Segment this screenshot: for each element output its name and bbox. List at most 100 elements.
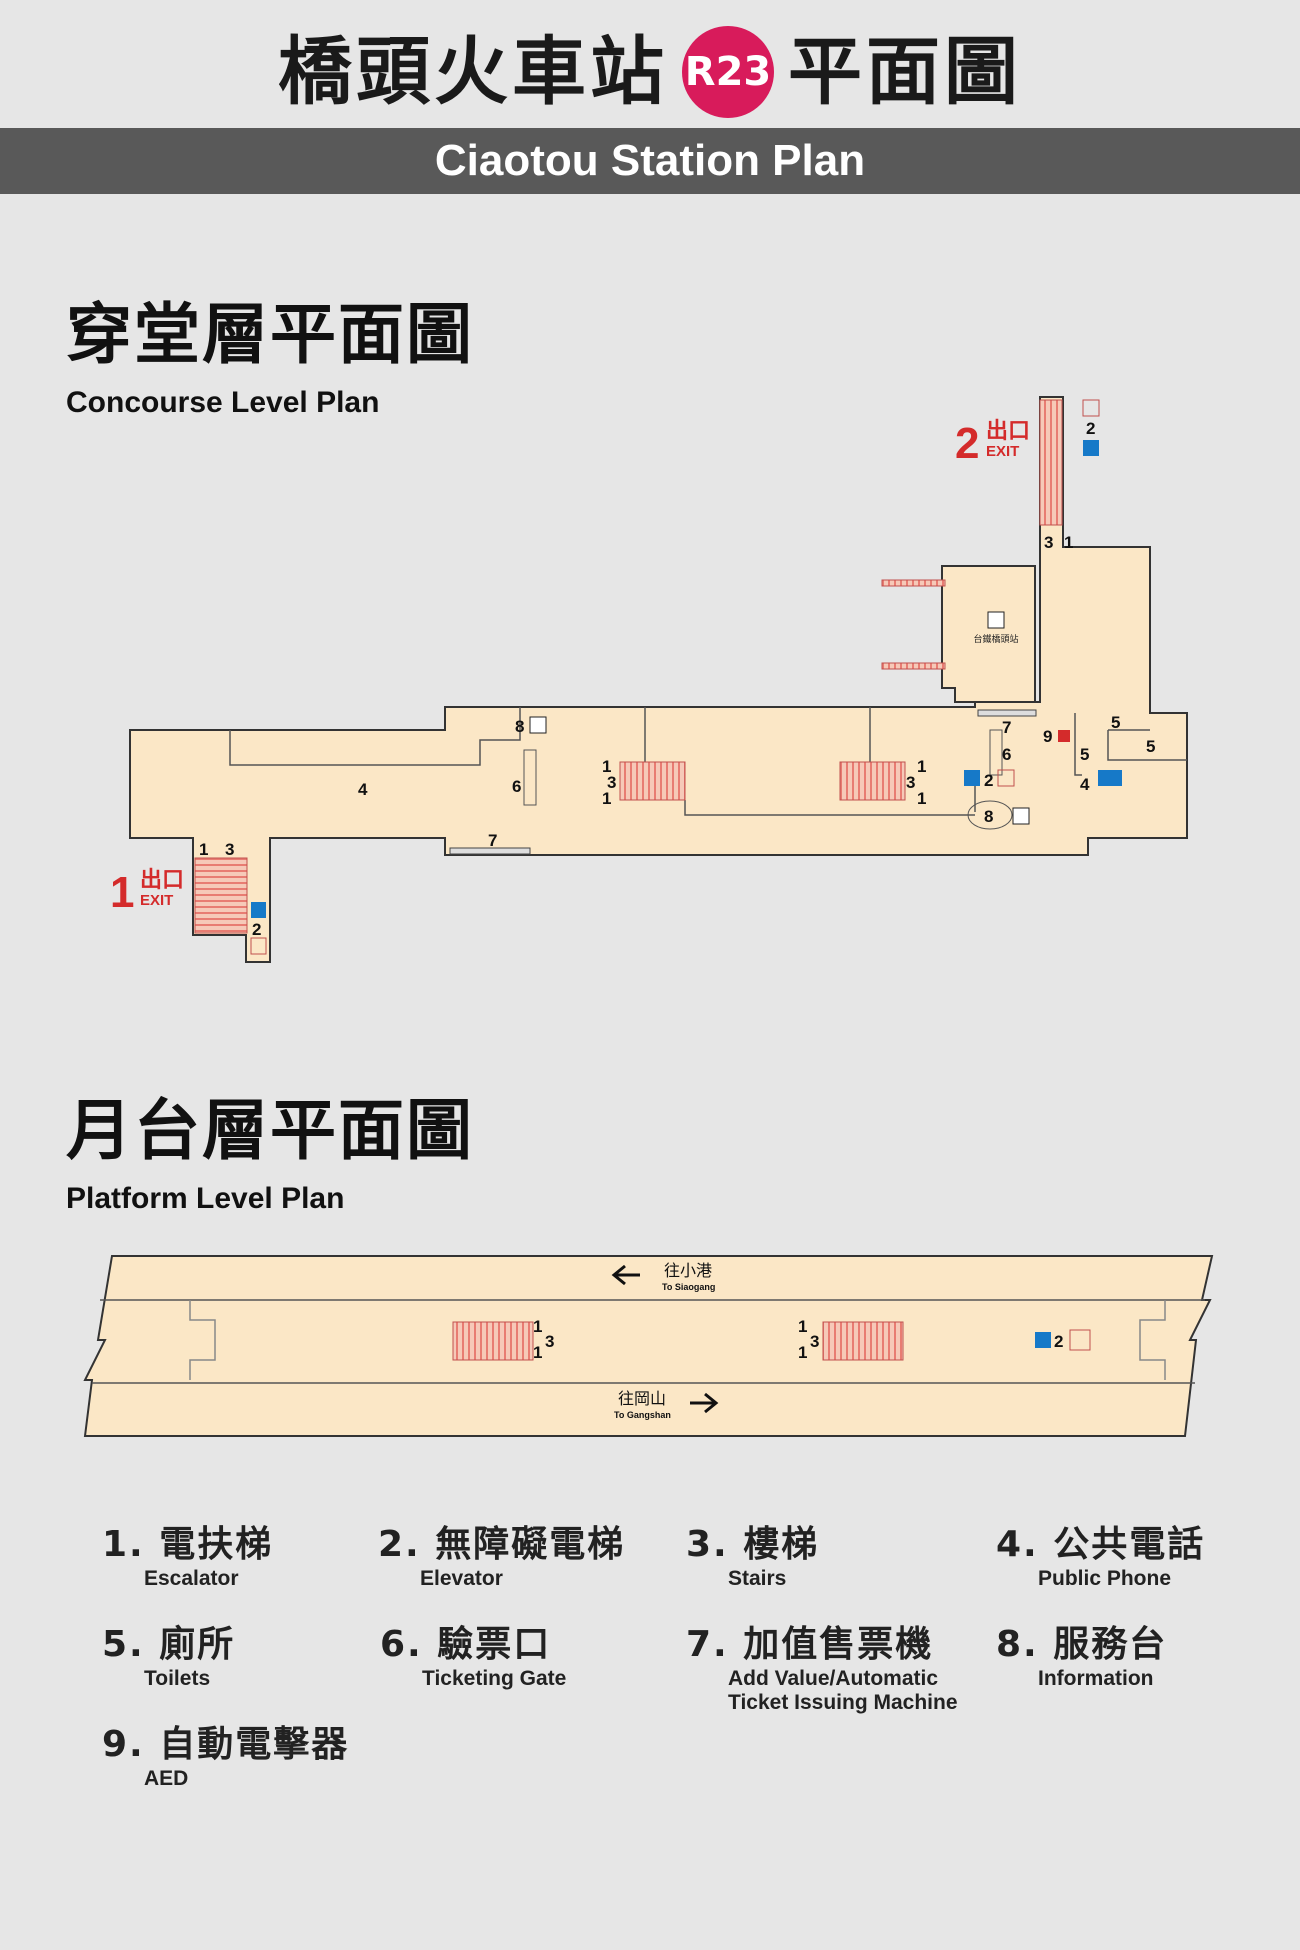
direction-siaogang: 往小港 To Siaogang (611, 1262, 715, 1292)
elevator-shaft-exit1 (250, 937, 267, 955)
legend-label-en: Toilets (144, 1667, 211, 1690)
legend-label-en: Elevator (420, 1567, 503, 1590)
ticket-machine-strip-west (449, 847, 531, 855)
legend-label-en: Public Phone (1038, 1567, 1172, 1590)
marker-e2-elevator: 2 (1086, 419, 1095, 438)
pmarker-l-b: 1 (533, 1343, 542, 1362)
platform-title: 月台層平面圖 (66, 1092, 474, 1169)
concourse-title: 穿堂層平面圖 (66, 296, 474, 373)
legend-label: 8. 服務台 (996, 1624, 1168, 1665)
toilet-icon (1098, 770, 1122, 786)
dir-top-cn: 往小港 (664, 1262, 712, 1280)
concourse-subtitle: Concourse Level Plan (66, 386, 380, 419)
dir-bottom-cn: 往岡山 (618, 1390, 666, 1408)
marker-rc-b: 3 (906, 773, 915, 792)
legend-gate: 6. 驗票口 Ticketing Gate (380, 1615, 680, 1691)
legend-label-en: AED (144, 1767, 189, 1790)
legend-aed: 9. 自動電擊器 AED (102, 1715, 402, 1791)
pmarker-l-a: 1 (533, 1317, 542, 1336)
legend-label: 4. 公共電話 (996, 1524, 1206, 1565)
legend-toilets: 5. 廁所 Toilets (102, 1615, 402, 1691)
legend-escalator: 1. 電扶梯 Escalator (102, 1515, 402, 1591)
legend-label: 9. 自動電擊器 (102, 1724, 350, 1765)
title-left: 橋頭火車站 (278, 29, 668, 115)
pmarker-r-b: 1 (798, 1343, 807, 1362)
legend-label: 6. 驗票口 (380, 1624, 552, 1665)
tra-logo-icon (987, 611, 1005, 629)
marker-info-east: 8 (984, 807, 993, 826)
concourse-escalator-west (619, 761, 686, 801)
legend-label-en: Stairs (728, 1567, 787, 1590)
marker-e2-escalator: 1 (1064, 533, 1073, 552)
pmarker-r-c: 3 (810, 1332, 819, 1351)
legend-label: 2. 無障礙電梯 (378, 1524, 626, 1565)
marker-gate-east: 6 (1002, 745, 1011, 764)
info-icon-west (529, 716, 547, 734)
gate-east (989, 729, 1003, 776)
aed-icon (1058, 730, 1070, 742)
legend-label: 5. 廁所 (102, 1624, 236, 1665)
marker-elevator-east: 2 (984, 771, 993, 790)
legend-elevator: 2. 無障礙電梯 Elevator (378, 1515, 678, 1591)
marker-toilet-c: 5 (1146, 737, 1155, 756)
marker-rc-c: 1 (917, 789, 926, 808)
exit2-num: 2 (955, 419, 979, 468)
marker-e1-stairs: 3 (225, 840, 234, 859)
platform-elevator-icon (1035, 1332, 1051, 1348)
tra-station-label: 台鐵橋頭站 (973, 633, 1018, 644)
elevator-shaft-exit2 (1082, 399, 1100, 417)
marker-lc-b: 3 (607, 773, 616, 792)
interior-walls (229, 707, 1187, 816)
marker-lc-c: 1 (602, 789, 611, 808)
pmarker-elevator: 2 (1054, 1332, 1063, 1351)
marker-info-west: 8 (515, 717, 524, 736)
marker-lc-a: 1 (602, 757, 611, 776)
legend-label-en: Escalator (144, 1567, 239, 1590)
concourse-escalator-east (839, 761, 906, 801)
elevator-shaft-east (997, 769, 1015, 787)
marker-toilet-a: 5 (1111, 713, 1120, 732)
title-banner: Ciaotou Station Plan (0, 128, 1300, 194)
platform-escalator-west (452, 1321, 534, 1361)
ticket-machine-strip-east (977, 709, 1037, 717)
exit1-en: EXIT (140, 892, 173, 909)
exit2-escalator (1039, 399, 1063, 526)
marker-ticket-east: 7 (1002, 718, 1011, 737)
legend-label-en: Add Value/Automatic (728, 1667, 939, 1690)
page-title: 橋頭火車站 R23 平面圖 (0, 22, 1300, 122)
platform-elevator-shaft (1069, 1329, 1091, 1351)
pmarker-l-c: 3 (545, 1332, 554, 1351)
exit2-en: EXIT (986, 443, 1019, 460)
exit1-escalator (194, 857, 248, 934)
concourse-map: 台鐵橋頭站 1 出口 EXIT 2 出口 EXIT 1 3 2 3 1 2 4 … (110, 396, 1188, 963)
platform-markers: 1 3 1 1 3 1 2 (533, 1317, 1063, 1362)
legend-label: 1. 電扶梯 (102, 1524, 274, 1565)
tra-stair-lower (881, 662, 946, 670)
legend-ticket-machine: 7. 加值售票機 Add Value/Automatic Ticket Issu… (686, 1615, 986, 1715)
station-code-badge: R23 (682, 26, 774, 118)
title-right: 平面圖 (788, 29, 1022, 115)
legend-information: 8. 服務台 Information (996, 1615, 1296, 1691)
marker-ticket-west: 7 (488, 831, 497, 850)
info-icon-east (1012, 807, 1030, 825)
marker-e2-stairs: 3 (1044, 533, 1053, 552)
direction-gangshan: 往岡山 To Gangshan (614, 1390, 719, 1420)
legend-label-en: Information (1038, 1667, 1154, 1690)
exit2-cn: 出口 (986, 418, 1030, 443)
exit1-num: 1 (110, 868, 134, 917)
elevator-icon-exit2 (1083, 440, 1099, 456)
legend-label: 3. 樓梯 (686, 1524, 820, 1565)
exit1-label: 1 出口 EXIT (110, 867, 184, 917)
legend-stairs: 3. 樓梯 Stairs (686, 1515, 986, 1591)
concourse-markers: 1 3 2 3 1 2 4 6 8 7 1 3 1 1 3 1 7 6 2 8 … (199, 419, 1155, 939)
legend-label-en: Ticketing Gate (422, 1667, 567, 1690)
marker-gate-west: 6 (512, 777, 521, 796)
pmarker-r-a: 1 (798, 1317, 807, 1336)
marker-e1-elevator: 2 (252, 920, 261, 939)
platform-escalator-east (822, 1321, 904, 1361)
legend-label: 7. 加值售票機 (686, 1624, 934, 1665)
platform-map: 1 3 1 1 3 1 2 往小港 To Siaogang 往岡山 To Gan… (83, 1255, 1214, 1437)
marker-e1-escalator: 1 (199, 840, 208, 859)
elevator-icon-exit1 (251, 902, 266, 918)
marker-toilet-b: 5 (1080, 745, 1089, 764)
